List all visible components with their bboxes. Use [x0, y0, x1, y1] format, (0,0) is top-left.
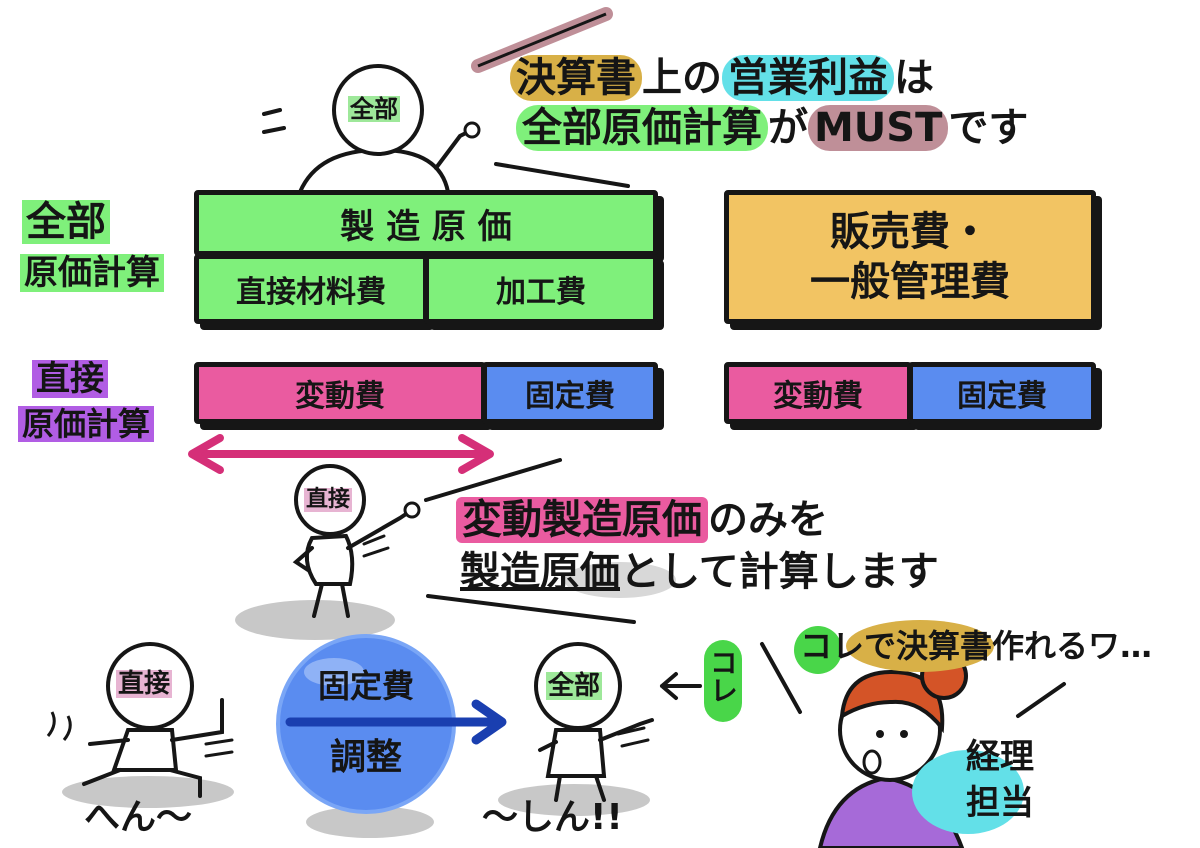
accountant-title-line-2: 担当: [966, 783, 1034, 823]
emphasis-stroke-message: [426, 594, 636, 624]
box-sga-fixed-label: 固定費: [957, 379, 1047, 414]
emphasis-stroke-bottom: [494, 162, 630, 188]
accountant-title-line-1: 経理: [966, 737, 1034, 777]
box-processing-cost: 加工費: [424, 254, 658, 324]
kore-label: コレ: [706, 648, 739, 704]
headline-desu: です: [948, 105, 1029, 151]
sound-effect-left: へん～: [84, 797, 193, 838]
box-sga: 販売費・ 一般管理費: [724, 190, 1096, 324]
accountant-speech-de: で: [864, 627, 897, 665]
sound-effect-right: ～しん!!: [482, 797, 623, 838]
box-sga-line-2: 一般管理費: [810, 259, 1010, 305]
box-processing-cost-label: 加工費: [496, 275, 586, 310]
head-label-zenbu-top: 全部: [348, 95, 400, 123]
head-label-chokusetsu-mid: 直接: [304, 487, 353, 512]
highlight-blob-genka: [564, 562, 676, 598]
highlight-blob-kessansho: [846, 620, 994, 672]
box-manufacturing-cost-label: 製 造 原 価: [340, 206, 512, 247]
head-label-chokusetsu-left: 直接: [116, 669, 173, 699]
label-chokusetsu-line-2: 原価計算: [18, 406, 155, 442]
accountant-speech: コレで決算書作れるワ…: [800, 630, 1152, 662]
accountant-speech-kessansho: 決算書: [896, 627, 993, 665]
label-zenbu-line-1: 全部: [22, 200, 110, 244]
headline-ga: が: [768, 105, 808, 151]
head-label-zenbu-bottom: 全部: [546, 671, 603, 701]
label-chokusetsu-line-1: 直接: [32, 360, 108, 398]
mid-message-seizo-genka: 製造原価: [460, 549, 620, 595]
mid-message-nomi-wo: のみを: [708, 497, 828, 543]
adjustment-line-1: 固定費: [318, 667, 415, 705]
box-sga-variable: 変動費: [724, 362, 912, 424]
highlight-blob-kore: [794, 626, 842, 674]
kore-pointer: [660, 640, 742, 722]
accountant-figure: [760, 642, 1066, 848]
figure-zenbu-bottom: [498, 642, 654, 816]
accountant-speech-kore: コレ: [800, 627, 865, 665]
headline-kessansho: 決算書: [510, 55, 642, 101]
fixed-cost-adjustment-ball: [276, 634, 507, 838]
double-arrow-variable: [188, 434, 494, 474]
headline-jou-no: 上の: [642, 55, 722, 101]
mid-message-line-2: 製造原価として計算します: [460, 552, 939, 592]
box-sga-variable-label: 変動費: [773, 379, 863, 414]
adjustment-line-2: 調整: [330, 737, 403, 778]
headline-eigyo-rieki: 営業利益: [722, 55, 894, 101]
box-direct-material-label: 直接材料費: [236, 275, 386, 310]
headline-wa: は: [894, 55, 934, 101]
emphasis-stroke-mid: [477, 12, 607, 68]
box-mfg-fixed-label: 固定費: [525, 379, 615, 414]
mid-message-hendo-genka: 変動製造原価: [456, 497, 708, 543]
box-sga-fixed: 固定費: [908, 362, 1096, 424]
box-mfg-fixed: 固定費: [482, 362, 658, 424]
box-mfg-variable-label: 変動費: [295, 379, 385, 414]
box-sga-line-1: 販売費・: [830, 209, 990, 255]
headline-zenbu-genka: 全部原価計算: [516, 105, 768, 151]
headline-line-1: 決算書上の営業利益は: [510, 55, 934, 101]
mid-message-toshite: として計算します: [620, 549, 939, 595]
box-mfg-variable: 変動費: [194, 362, 486, 424]
headline-must: MUST: [808, 105, 949, 151]
figure-zenbu-top: [262, 64, 481, 194]
accountant-speech-tsukureru: 作れるワ…: [992, 627, 1153, 665]
box-direct-material: 直接材料費: [194, 254, 428, 324]
box-manufacturing-cost: 製 造 原 価: [194, 190, 658, 256]
label-zenbu-line-2: 原価計算: [20, 254, 164, 292]
mid-message-line-1: 変動製造原価のみを: [456, 497, 828, 543]
figure-chokusetsu-mid: [235, 458, 562, 640]
